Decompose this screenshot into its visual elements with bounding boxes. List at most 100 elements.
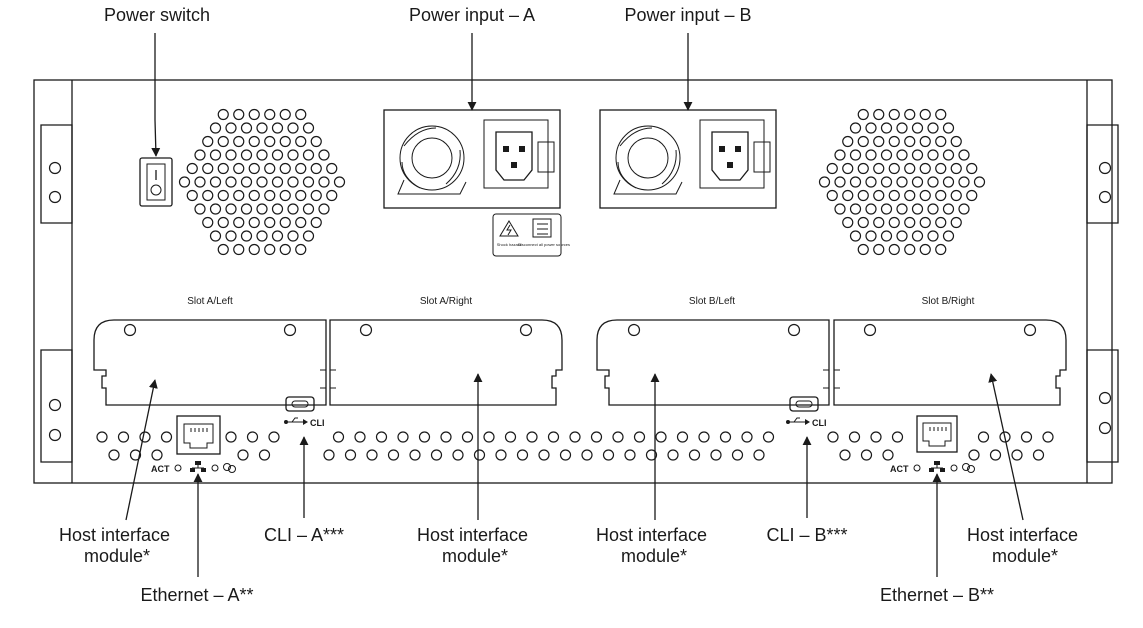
vent-hole [547, 431, 560, 443]
vent-hole [911, 149, 924, 161]
vent-hole [225, 149, 237, 161]
vent-hole [225, 176, 237, 188]
power-switch[interactable] [139, 157, 173, 207]
vent-hole [271, 149, 284, 161]
vent-hole [888, 189, 900, 202]
ear-hole [1098, 391, 1112, 405]
ear-hole [1098, 161, 1112, 175]
ethernet-port-a[interactable] [176, 415, 221, 455]
act-led-a [174, 464, 182, 472]
vent-hole [225, 230, 237, 242]
vent-hole [935, 108, 947, 121]
vent-hole [977, 431, 990, 443]
cli-port-a[interactable] [285, 396, 315, 412]
vent-hole [279, 108, 291, 121]
vent-grille-left [178, 108, 346, 256]
slot-a-left[interactable] [93, 319, 327, 406]
vent-hole [240, 149, 253, 161]
vent-hole [409, 449, 421, 461]
vent-hole [96, 431, 108, 443]
vent-hole [1011, 449, 1023, 461]
vent-hole [366, 449, 378, 461]
slot-b-left[interactable] [596, 319, 830, 406]
vent-hole [279, 189, 291, 202]
vent-hole [258, 449, 271, 461]
vent-hole [302, 122, 315, 134]
vent-hole [559, 449, 572, 461]
vent-hole [209, 203, 222, 215]
vent-hole [935, 135, 947, 148]
vent-hole [888, 135, 900, 148]
vent-hole [849, 176, 862, 188]
vent-hole [279, 243, 291, 256]
vent-hole [826, 189, 838, 202]
vent-hole [108, 449, 120, 461]
vent-hole [461, 431, 474, 443]
vent-hole [178, 176, 191, 188]
vent-hole [287, 122, 299, 134]
vent-hole [452, 449, 464, 461]
vent-hole [865, 203, 877, 215]
vent-hole [344, 449, 357, 461]
vent-hole [865, 230, 877, 242]
vent-hole [753, 449, 765, 461]
vent-hole [849, 230, 862, 242]
slot-a-right[interactable] [329, 319, 563, 406]
ear-hole [1098, 421, 1112, 435]
rack-ear-left [40, 124, 73, 463]
vent-hole [333, 176, 346, 188]
vent-hole [633, 431, 646, 443]
vent-hole [896, 176, 908, 188]
vent-hole [186, 189, 198, 202]
vent-hole [865, 176, 877, 188]
vent-hole [896, 149, 908, 161]
vent-hole [256, 122, 268, 134]
vent-hole [911, 203, 924, 215]
vent-hole [271, 176, 284, 188]
slot-b-right[interactable] [833, 319, 1067, 406]
vent-hole [880, 149, 893, 161]
ear-hole [1098, 190, 1112, 204]
vent-hole [217, 189, 229, 202]
ethernet-port-b[interactable] [916, 415, 958, 453]
cli-port-b[interactable] [789, 396, 819, 412]
vent-hole [271, 230, 284, 242]
vent-hole [209, 122, 222, 134]
vent-hole [857, 189, 869, 202]
callout-ethernet-a: Ethernet – A** [140, 585, 253, 605]
vent-hole [538, 449, 550, 461]
link-led-b [950, 464, 958, 472]
vent-hole [857, 216, 869, 229]
vent-hole [256, 149, 268, 161]
vent-hole [581, 449, 593, 461]
vent-hole [202, 135, 214, 148]
vent-hole [927, 149, 939, 161]
vent-hole [942, 176, 955, 188]
vent-hole [624, 449, 636, 461]
vent-grille-right [818, 108, 986, 256]
vent-hole [256, 203, 268, 215]
vent-hole [264, 243, 276, 256]
vent-hole [873, 216, 885, 229]
vent-hole [989, 449, 1002, 461]
vent-hole [904, 108, 916, 121]
vent-hole [326, 162, 338, 175]
ear-hole [48, 398, 62, 412]
vent-hole [612, 431, 624, 443]
callout-power-switch: Power switch [104, 5, 210, 25]
vent-hole [888, 108, 900, 121]
vent-hole [302, 176, 315, 188]
vent-hole [865, 149, 877, 161]
vent-hole [264, 162, 276, 175]
vent-hole [873, 135, 885, 148]
vent-hole [911, 122, 924, 134]
disconnect-icon [532, 218, 552, 238]
vent-hole [233, 135, 245, 148]
usb-icon [284, 417, 308, 425]
vent-hole [248, 162, 260, 175]
vent-hole [194, 149, 206, 161]
vent-hole [888, 216, 900, 229]
vent-hole [217, 135, 229, 148]
slot-a-left-label: Slot A/Left [187, 296, 233, 307]
callout-hostif-1: Host interface module* [59, 525, 175, 566]
